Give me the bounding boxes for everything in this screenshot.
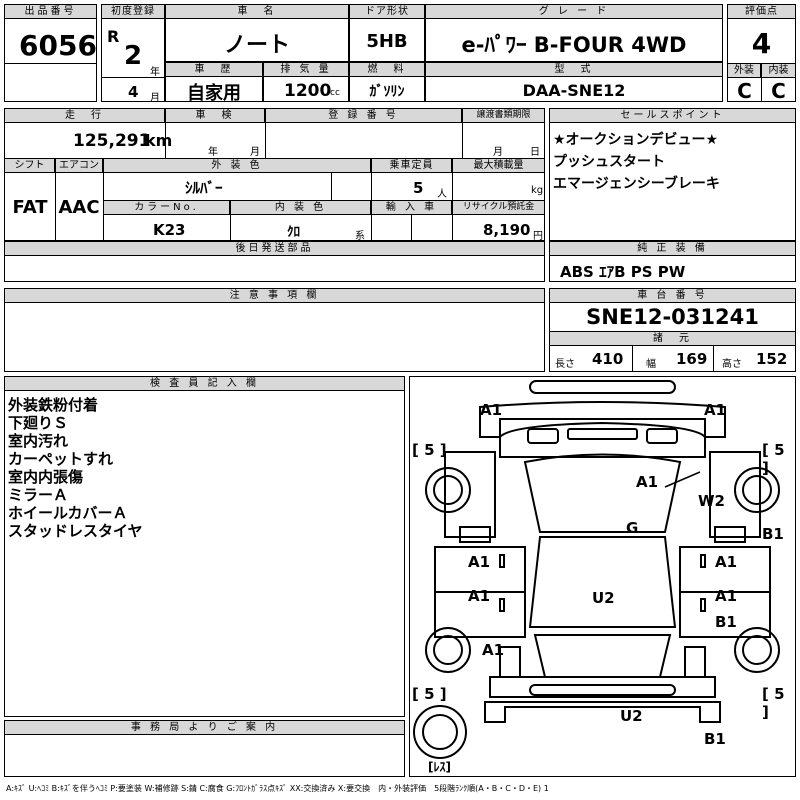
first-reg-label: 初度登録 <box>102 5 164 19</box>
damage-mark: W2 <box>698 492 725 510</box>
inspector-note: 外装鉄粉付着 <box>8 396 99 414</box>
damage-mark: A1 <box>704 401 727 419</box>
equipment-box: 純 正 装 備 ABS ｴｱB PS PW <box>549 241 796 282</box>
reg-year: 2 <box>124 41 143 71</box>
tire-mark: [ 5 ] <box>762 441 785 477</box>
chassis-number: SNE12-031241 <box>586 305 759 329</box>
history: 自家用 <box>187 83 241 104</box>
first-registration-box: 初度登録 R 2 年 4 月 <box>101 4 165 104</box>
displacement: 1200 <box>284 81 332 101</box>
damage-mark: U2 <box>592 589 615 607</box>
damage-mark: A1 <box>468 553 491 571</box>
lot-label: 出品番号 <box>5 5 96 19</box>
era: R <box>107 27 120 46</box>
chassis-box: 車 台 番 号 SNE12-031241 諸 元 長さ 410 幅 169 高さ… <box>549 288 796 372</box>
inspector-note: 室内汚れ <box>8 432 69 450</box>
width: 169 <box>676 350 708 368</box>
reg-month: 4 <box>128 83 139 101</box>
damage-mark: B1 <box>704 730 726 748</box>
damage-mark: A1 <box>468 587 491 605</box>
fuel: ｶﾞｿﾘﾝ <box>369 84 405 100</box>
inspector-note: カーペットすれ <box>8 450 114 468</box>
spare-tire-mark: [ﾚｽ] <box>428 760 451 774</box>
displacement-box: 排 気 量 1200 cc <box>263 62 349 102</box>
recycle-fee: 8,190 <box>483 221 531 239</box>
car-outline <box>413 380 780 759</box>
legend: A:ｷｽﾞ U:ﾍｺﾐ B:ｷｽﾞを伴うﾍｺﾐ P:要塗装 W:補修跡 S:錆 … <box>6 784 549 793</box>
damage-mark: A1 <box>636 473 659 491</box>
sales-point-item: プッシュスタート <box>553 154 665 170</box>
damage-mark: A1 <box>715 553 738 571</box>
door-type: 5HB <box>366 31 408 52</box>
later-parts-box: 後日発送部品 <box>4 241 545 282</box>
history-box: 車 歴 自家用 <box>165 62 263 104</box>
sales-point-item: ★オークションデビュー★ <box>553 132 719 148</box>
damage-mark: A1 <box>482 641 505 659</box>
notes-box: 注 意 事 項 欄 <box>4 288 545 372</box>
damage-mark: B1 <box>715 613 737 631</box>
capacity: 5 <box>413 179 424 197</box>
tire-mark: [ 5 ] <box>412 441 447 459</box>
model-box: 型 式 DAA-SNE12 <box>425 62 723 102</box>
interior-color: ｸﾛ <box>287 225 300 240</box>
damage-mark: B1 <box>762 525 784 543</box>
damage-mark: A1 <box>480 401 503 419</box>
sales-points-box: セールスポイント ★オークションデビュー★ プッシュスタート エマージェンシーブ… <box>549 108 796 241</box>
score-box: 評価点 4 外装 内装 C C <box>727 4 796 103</box>
car-name-box: 車 名 ノート <box>165 4 349 62</box>
tire-mark: [ 5 ] <box>412 685 447 703</box>
damage-mark: G <box>626 519 639 537</box>
exterior-color: ｼﾙﾊﾞｰ <box>185 179 223 197</box>
grade-box: グ レ ー ド e-ﾊﾟﾜｰ B-FOUR 4WD <box>425 4 723 62</box>
inspector-note: ミラーＡ <box>8 486 69 504</box>
mileage: 125,291 <box>73 131 151 151</box>
lot-number: 6056 <box>19 29 97 62</box>
damage-mark: A1 <box>715 587 738 605</box>
lot-box: 出品番号 6056 <box>4 4 97 102</box>
car-diagram: A1 A1 A1 W2 G B1 A1 A1 A1 A1 U2 B1 A1 U2… <box>409 376 796 777</box>
equipment: ABS ｴｱB PS PW <box>560 263 686 281</box>
air-conditioner: AAC <box>58 197 100 218</box>
height: 152 <box>756 350 788 368</box>
office-box: 事 務 局 よ り ご 案 内 <box>4 720 405 777</box>
damage-mark: U2 <box>620 707 643 725</box>
interior-score: C <box>771 79 786 103</box>
model: DAA-SNE12 <box>522 81 626 100</box>
inspector-note: 室内内張傷 <box>8 468 84 486</box>
sales-point-item: エマージェンシーブレーキ <box>553 176 720 192</box>
shift: FAT <box>12 197 48 218</box>
color-number: K23 <box>153 221 186 239</box>
vehicle-info-box: 走 行 車 検 登 録 番 号 譲渡書類期限 125,291 km 年 月 月 … <box>4 108 545 242</box>
tire-mark: [ 5 ] <box>762 685 785 721</box>
grade: e-ﾊﾟﾜｰ B-FOUR 4WD <box>461 33 687 57</box>
score: 4 <box>751 27 772 60</box>
length: 410 <box>592 350 624 368</box>
door-box: ドア形状 5HB <box>349 4 425 62</box>
inspector-note: ホイールカバーＡ <box>8 504 128 522</box>
exterior-score: C <box>737 79 752 103</box>
inspector-note: 下廻りＳ <box>8 414 69 432</box>
inspector-note: スタッドレスタイヤ <box>8 522 143 540</box>
car-name: ノート <box>223 33 290 58</box>
fuel-box: 燃 料 ｶﾞｿﾘﾝ <box>349 62 425 102</box>
inspector-box: 検 査 員 記 入 欄 外装鉄粉付着 下廻りＳ 室内汚れ カーペットすれ 室内内… <box>4 376 405 717</box>
